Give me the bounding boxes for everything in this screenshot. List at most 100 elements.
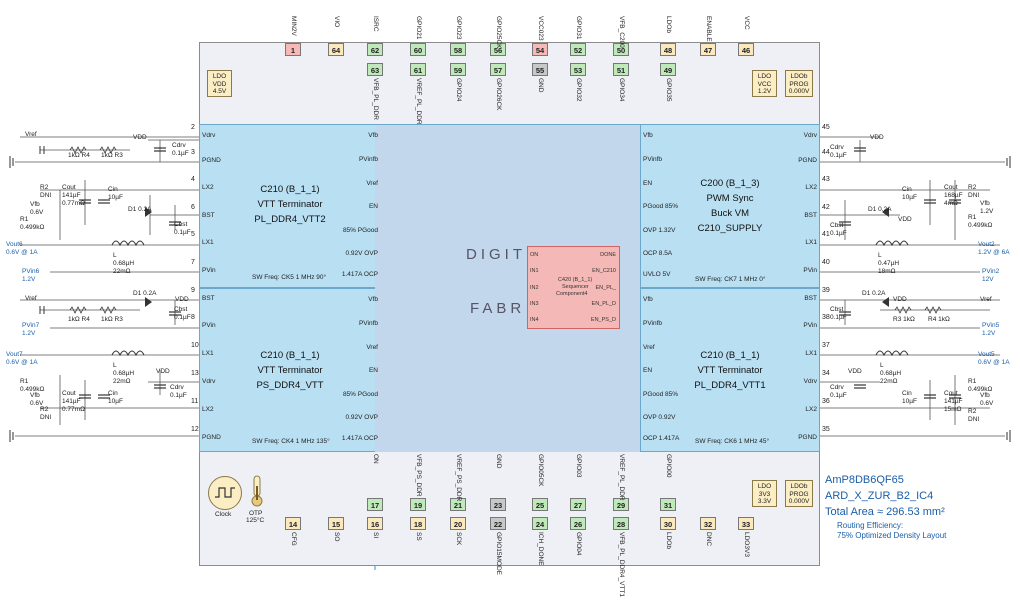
left-pin-num-8[interactable]: 8 bbox=[191, 314, 195, 321]
left-pin-num-12[interactable]: 12 bbox=[191, 426, 199, 433]
design-name: ARD_X_ZUR_B2_IC4 bbox=[825, 490, 934, 502]
right-pin-num-34[interactable]: 34 bbox=[822, 370, 830, 377]
routing-efficiency: Routing Efficiency: bbox=[837, 521, 904, 530]
br-inner-6: OCP 1.417A bbox=[643, 435, 680, 442]
left-pin-num-10[interactable]: 10 bbox=[191, 342, 199, 349]
right-pin-name-38: PVin bbox=[803, 322, 817, 329]
tr-inner-1: PVinfb bbox=[643, 156, 663, 163]
sequencer-block[interactable]: C420 (B_1_1) Sequencer Component4 bbox=[527, 246, 620, 329]
bottom-pin-18[interactable]: 18 bbox=[410, 517, 426, 530]
ext-l-r4b: 1kΩ R4 bbox=[68, 316, 90, 323]
bottom-pin-16[interactable]: 16 bbox=[367, 517, 383, 530]
top-inner-pin-label-59: GPIO24 bbox=[455, 78, 462, 102]
right-pin-num-35[interactable]: 35 bbox=[822, 426, 830, 433]
clock-icon bbox=[208, 476, 242, 510]
bottom-inner-pin-label-27: GPIO03 bbox=[575, 454, 582, 478]
right-pin-num-36[interactable]: 36 bbox=[822, 398, 830, 405]
bottom-inner-pin-31[interactable]: 31 bbox=[660, 498, 676, 511]
left-pin-num-11[interactable]: 11 bbox=[191, 398, 199, 405]
top-inner-pin-53[interactable]: 53 bbox=[570, 63, 586, 76]
bottom-pin-28[interactable]: 28 bbox=[613, 517, 629, 530]
total-area: Total Area ≈ 296.53 mm² bbox=[825, 506, 945, 518]
bottom-inner-pin-29[interactable]: 29 bbox=[613, 498, 629, 511]
thermometer-icon bbox=[250, 474, 264, 508]
bottom-pin-24[interactable]: 24 bbox=[532, 517, 548, 530]
bottom-pin-32[interactable]: 32 bbox=[700, 517, 716, 530]
bottom-inner-pin-21[interactable]: 21 bbox=[450, 498, 466, 511]
bottom-pin-22[interactable]: 22 bbox=[490, 517, 506, 530]
left-pin-num-5[interactable]: 5 bbox=[191, 231, 195, 238]
tl-inner-0: Vfb bbox=[368, 132, 378, 139]
top-pin-54[interactable]: 54 bbox=[532, 43, 548, 56]
bottom-inner-pin-23[interactable]: 23 bbox=[490, 498, 506, 511]
top-inner-pin-61[interactable]: 61 bbox=[410, 63, 426, 76]
top-pin-50[interactable]: 50 bbox=[613, 43, 629, 56]
top-inner-pin-55[interactable]: 55 bbox=[532, 63, 548, 76]
seq-right-2: EN_PL_ bbox=[595, 285, 617, 291]
bottom-pin-30[interactable]: 30 bbox=[660, 517, 676, 530]
right-pin-num-41[interactable]: 41 bbox=[822, 231, 830, 238]
ext-r-d1a: D1 0.2A bbox=[868, 206, 892, 213]
seq-sub2: Component4 bbox=[556, 291, 588, 297]
left-pin-num-13[interactable]: 13 bbox=[191, 370, 199, 377]
right-pin-num-37[interactable]: 37 bbox=[822, 342, 830, 349]
bottom-pin-33[interactable]: 33 bbox=[738, 517, 754, 530]
bottom-pin-20[interactable]: 20 bbox=[450, 517, 466, 530]
bottom-inner-pin-25[interactable]: 25 bbox=[532, 498, 548, 511]
top-pin-48[interactable]: 48 bbox=[660, 43, 676, 56]
right-pin-num-45[interactable]: 45 bbox=[822, 124, 830, 131]
top-pin-64[interactable]: 64 bbox=[328, 43, 344, 56]
top-pin-label-54: VCC023 bbox=[537, 16, 544, 41]
bottom-pin-14[interactable]: 14 bbox=[285, 517, 301, 530]
bottom-pin-label-20: SCK bbox=[455, 532, 462, 546]
top-pin-52[interactable]: 52 bbox=[570, 43, 586, 56]
bottom-pin-15[interactable]: 15 bbox=[328, 517, 344, 530]
top-pin-58[interactable]: 58 bbox=[450, 43, 466, 56]
right-pin-num-44[interactable]: 44 bbox=[822, 149, 830, 156]
bottom-pin-label-18: SS bbox=[415, 532, 422, 541]
top-inner-pin-57[interactable]: 57 bbox=[490, 63, 506, 76]
right-pin-num-40[interactable]: 40 bbox=[822, 259, 830, 266]
left-pin-num-2[interactable]: 2 bbox=[191, 124, 195, 131]
top-pin-60[interactable]: 60 bbox=[410, 43, 426, 56]
left-pin-num-7[interactable]: 7 bbox=[191, 259, 195, 266]
top-pin-1[interactable]: 1 bbox=[285, 43, 301, 56]
top-pin-label-47: ENABLE bbox=[705, 16, 712, 42]
right-pin-num-39[interactable]: 39 bbox=[822, 287, 830, 294]
top-pin-46[interactable]: 46 bbox=[738, 43, 754, 56]
tr-inner-3: PGood 85% bbox=[643, 203, 679, 210]
bottom-inner-pin-17[interactable]: 17 bbox=[367, 498, 383, 511]
otp-temp: 125°C bbox=[246, 517, 265, 524]
top-inner-pin-63[interactable]: 63 bbox=[367, 63, 383, 76]
right-pin-num-38[interactable]: 38 bbox=[822, 314, 830, 321]
left-pin-name-6: BST bbox=[202, 212, 215, 219]
top-pin-47[interactable]: 47 bbox=[700, 43, 716, 56]
top-inner-pin-51[interactable]: 51 bbox=[613, 63, 629, 76]
top-inner-pin-49[interactable]: 49 bbox=[660, 63, 676, 76]
bl-inner-1: PVinfb bbox=[358, 320, 378, 327]
seq-right-3: EN_PL_D bbox=[591, 301, 616, 307]
right-pin-num-43[interactable]: 43 bbox=[822, 176, 830, 183]
bottom-pin-label-28: VFB_PL_DDR4_VTT1 bbox=[618, 532, 625, 598]
right-pin-num-42[interactable]: 42 bbox=[822, 204, 830, 211]
left-pin-num-6[interactable]: 6 bbox=[191, 204, 195, 211]
tl-inner-5: 0.92V OVP bbox=[345, 250, 378, 257]
top-pin-56[interactable]: 56 bbox=[490, 43, 506, 56]
bottom-inner-pin-19[interactable]: 19 bbox=[410, 498, 426, 511]
top-pin-label-1: MIN2V bbox=[290, 16, 297, 36]
left-pin-num-3[interactable]: 3 bbox=[191, 149, 195, 156]
top-inner-pin-label-53: GPIO32 bbox=[575, 78, 582, 102]
top-inner-pin-59[interactable]: 59 bbox=[450, 63, 466, 76]
bottom-pin-label-32: DNC bbox=[705, 532, 712, 547]
left-pin-num-9[interactable]: 9 bbox=[191, 287, 195, 294]
bottom-pin-26[interactable]: 26 bbox=[570, 517, 586, 530]
left-pin-num-4[interactable]: 4 bbox=[191, 176, 195, 183]
top-pin-62[interactable]: 62 bbox=[367, 43, 383, 56]
bottom-inner-pin-27[interactable]: 27 bbox=[570, 498, 586, 511]
